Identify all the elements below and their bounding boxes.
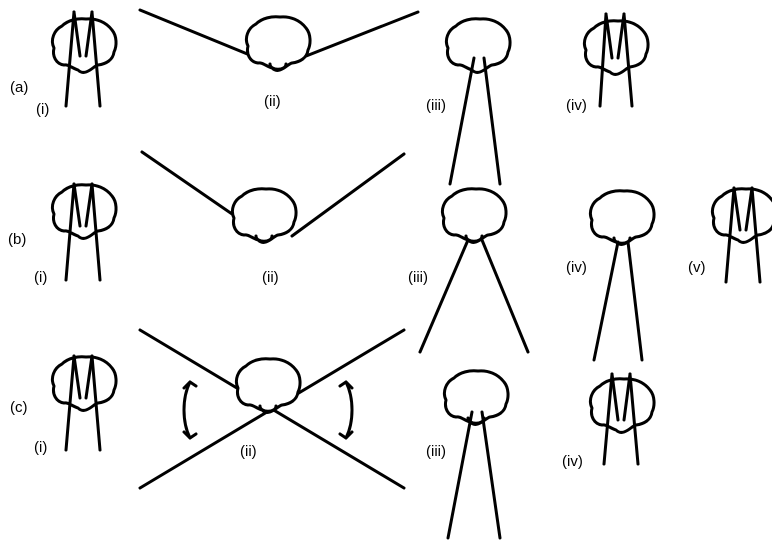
panel-label-c-iii: (iii)	[426, 443, 446, 460]
panel-c-iv: (iv)	[562, 372, 656, 470]
hair-strands-icon	[598, 12, 634, 108]
hair-strands-icon	[448, 56, 502, 186]
panel-label-a-i: (i)	[36, 101, 49, 118]
hair-strands-icon	[724, 186, 762, 284]
head-outline-icon	[588, 377, 656, 434]
head-outline-icon	[582, 19, 650, 76]
panel-label-b-i: (i)	[34, 269, 47, 286]
panel-c-iii: (iii)	[426, 369, 510, 540]
panel-label-a-ii: (ii)	[264, 93, 281, 110]
panel-label-c-iv: (iv)	[562, 453, 583, 470]
panel-b-ii: (ii)	[140, 150, 406, 286]
hair-strands-icon	[446, 410, 502, 540]
row-label-c: (c)	[10, 399, 28, 416]
head-outline-icon	[440, 187, 508, 244]
hair-strands-icon	[602, 372, 640, 466]
head-outline-icon	[442, 369, 510, 426]
rotation-arrow-icon	[182, 380, 198, 440]
panel-label-c-ii: (ii)	[240, 443, 257, 460]
panel-b-i: (i)	[34, 182, 118, 286]
row-c: (c) (i) (ii)	[10, 328, 656, 540]
panel-label-a-iii: (iii)	[426, 97, 446, 114]
panel-a-ii: (ii)	[138, 8, 420, 110]
panel-c-i: (i)	[34, 354, 118, 456]
panel-a-iii: (iii)	[426, 17, 512, 186]
row-label-b: (b)	[8, 231, 26, 248]
panel-label-a-iv: (iv)	[566, 97, 587, 114]
panel-c-ii: (ii)	[138, 328, 406, 490]
head-outline-icon	[50, 183, 118, 240]
panel-label-b-v: (v)	[688, 259, 706, 276]
head-outline-icon	[710, 187, 772, 244]
row-a: (a) (i) (ii)	[10, 8, 650, 186]
hair-strands-icon	[592, 240, 644, 362]
head-outline-icon	[50, 355, 118, 412]
hair-strands-icon	[418, 238, 530, 354]
head-outline-icon	[244, 15, 312, 72]
rotation-arrow-icon	[338, 380, 354, 440]
head-outline-icon	[588, 189, 656, 246]
panel-b-v: (v)	[688, 186, 772, 284]
hair-strands-icon	[138, 8, 420, 62]
panel-a-i: (i)	[36, 10, 118, 118]
row-label-a: (a)	[10, 79, 28, 96]
hair-strands-icon	[64, 354, 102, 452]
panel-label-b-ii: (ii)	[262, 269, 279, 286]
row-b: (b) (i) (ii)	[8, 150, 772, 362]
panel-label-b-iv: (iv)	[566, 259, 587, 276]
hair-strands-icon	[64, 10, 102, 108]
head-outline-icon	[444, 17, 512, 74]
hair-strands-icon	[64, 182, 102, 282]
head-outline-icon	[50, 17, 118, 74]
panel-a-iv: (iv)	[566, 12, 650, 114]
panel-label-b-iii: (iii)	[408, 269, 428, 286]
head-outline-icon	[234, 357, 302, 414]
panel-label-c-i: (i)	[34, 439, 47, 456]
panel-b-iv: (iv)	[566, 189, 656, 362]
panel-b-iii: (iii)	[408, 187, 530, 354]
head-outline-icon	[230, 187, 298, 244]
